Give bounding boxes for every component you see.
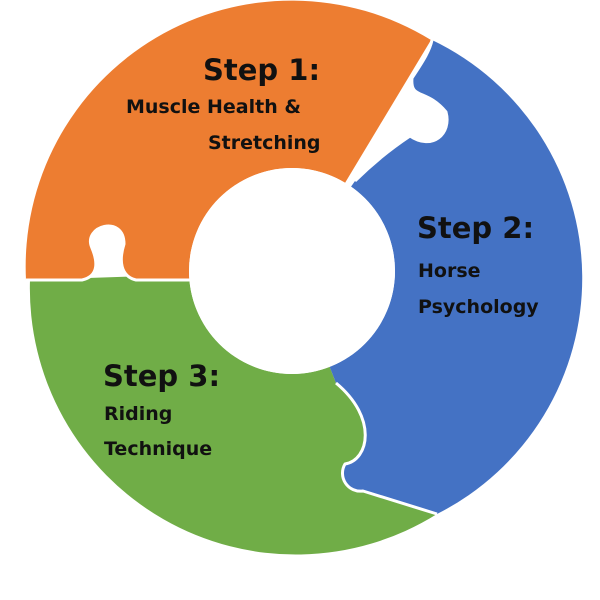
seam-step1-step3: [26, 224, 195, 282]
step2-puzzle-piece: [292, 40, 583, 514]
step2-line1: Horse: [418, 260, 481, 282]
step3-line1: Riding: [104, 403, 173, 425]
step1-puzzle-piece: [25, 0, 432, 280]
step1-line2: Stretching: [208, 132, 321, 154]
step1-title: Step 1:: [203, 53, 321, 87]
step3-line2: Technique: [104, 438, 213, 460]
seam-step1-step2: [353, 39, 449, 183]
seam-step2-step3: [335, 381, 438, 516]
center-hole: [189, 168, 395, 374]
step2-line2: Psychology: [418, 296, 539, 318]
step1-line1: Muscle Health &: [126, 96, 301, 118]
step3-puzzle-piece: [29, 271, 437, 555]
step3-title: Step 3:: [103, 359, 221, 393]
step2-title: Step 2:: [417, 211, 535, 245]
